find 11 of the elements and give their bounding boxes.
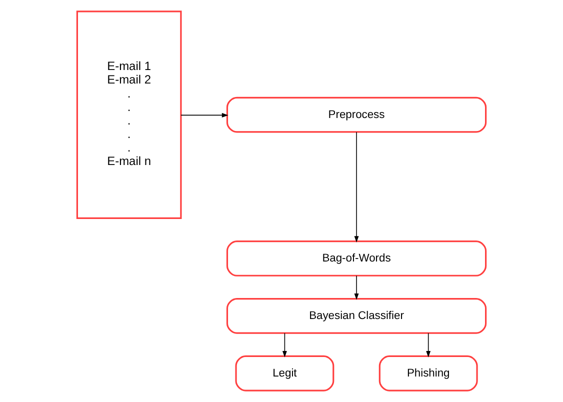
arrow (426, 332, 431, 358)
node-box: Bayesian Classifier (226, 298, 487, 334)
node-box: Bag-of-Words (226, 240, 487, 276)
arrow (282, 332, 287, 358)
arrow (180, 112, 228, 118)
node-box: E-mail 1 E-mail 2 . . . . . E-mail n (76, 10, 182, 219)
arrow (354, 132, 359, 242)
node-box: Phishing (378, 355, 478, 392)
node-box: Legit (235, 355, 334, 392)
node-box: Preprocess (226, 96, 487, 133)
arrow (354, 275, 359, 300)
